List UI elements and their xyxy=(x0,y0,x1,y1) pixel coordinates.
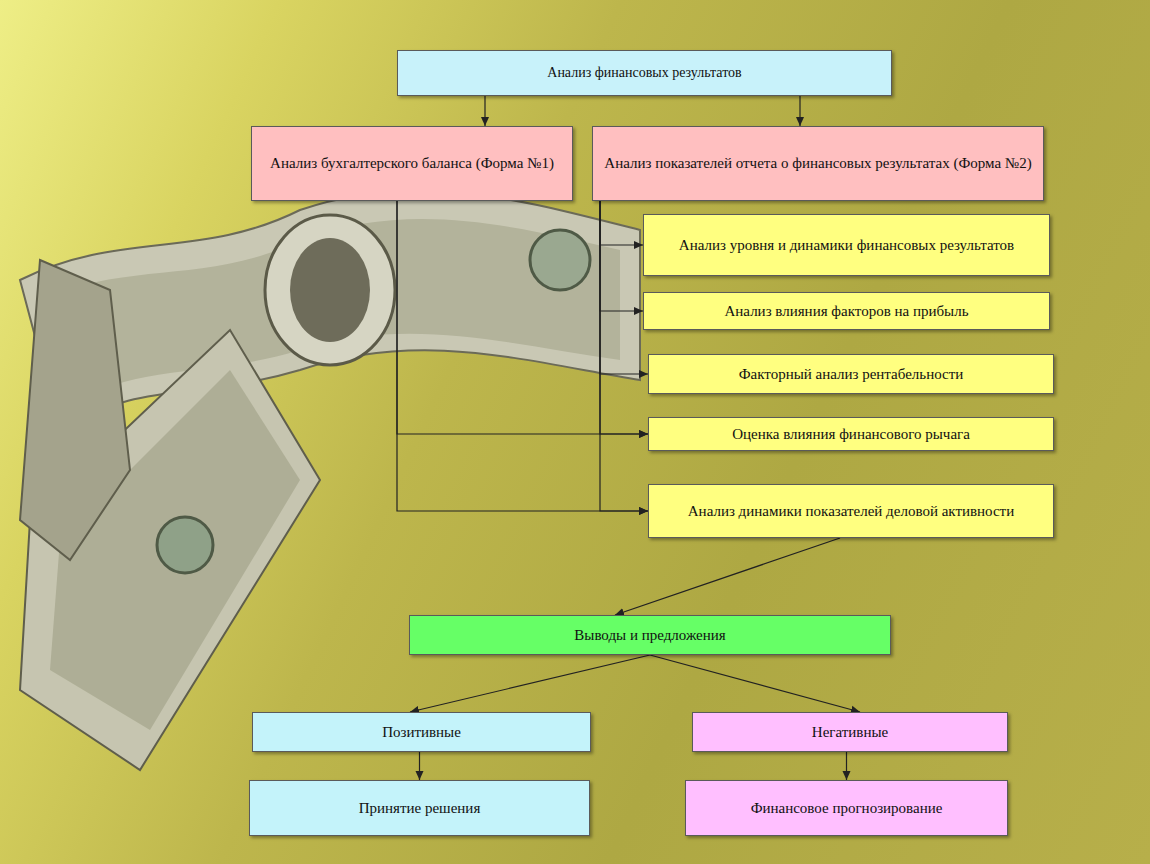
flow-arrow xyxy=(484,96,485,126)
outcome-box: Негативные xyxy=(692,712,1008,752)
box-label: Факторный анализ рентабельности xyxy=(649,361,1053,388)
box-label: Анализ влияния факторов на прибыль xyxy=(644,298,1049,325)
flow-arrow xyxy=(600,201,643,311)
box-label: Выводы и предложения xyxy=(410,622,890,649)
flow-arrow xyxy=(397,201,648,511)
flow-arrow xyxy=(600,201,643,245)
portrait xyxy=(290,238,370,342)
flow-arrow xyxy=(846,752,847,780)
box-label: Анализ показателей отчета о финансовых р… xyxy=(593,150,1043,177)
seal xyxy=(530,230,590,290)
box-label: Анализ бухгалтерского баланса (Форма №1) xyxy=(252,150,572,177)
box-label: Финансовое прогнозирование xyxy=(686,795,1007,822)
flow-arrow xyxy=(600,201,648,511)
analysis-box: Анализ влияния факторов на прибыль xyxy=(643,292,1050,330)
outcome-box: Позитивные xyxy=(252,712,591,752)
box-label: Анализ финансовых результатов xyxy=(398,60,891,86)
flow-arrow xyxy=(419,752,420,780)
box-label: Принятие решения xyxy=(250,795,589,822)
flow-arrow xyxy=(650,655,860,712)
flow-arrow xyxy=(600,201,648,434)
result-box: Принятие решения xyxy=(249,780,590,836)
flow-arrow xyxy=(615,538,840,615)
flow-arrow xyxy=(799,96,800,126)
source-box: Анализ бухгалтерского баланса (Форма №1) xyxy=(251,126,573,201)
box-label: Позитивные xyxy=(253,719,590,746)
source-box: Анализ показателей отчета о финансовых р… xyxy=(592,126,1044,201)
result-box: Финансовое прогнозирование xyxy=(685,780,1008,836)
seal xyxy=(157,517,213,573)
box-label: Оценка влияния финансового рычага xyxy=(649,421,1053,448)
flow-arrow xyxy=(600,201,648,374)
banknote xyxy=(20,260,130,560)
conclusion-box: Выводы и предложения xyxy=(409,615,891,655)
box-label: Негативные xyxy=(693,719,1007,746)
analysis-box: Анализ уровня и динамики финансовых резу… xyxy=(643,214,1050,276)
title-box: Анализ финансовых результатов xyxy=(397,50,892,96)
analysis-box: Анализ динамики показателей деловой акти… xyxy=(648,484,1054,538)
analysis-box: Оценка влияния финансового рычага xyxy=(648,417,1054,451)
portrait-frame xyxy=(265,215,395,365)
box-label: Анализ уровня и динамики финансовых резу… xyxy=(644,232,1049,259)
flow-arrow xyxy=(410,655,650,712)
banknote-print xyxy=(40,219,620,405)
analysis-box: Факторный анализ рентабельности xyxy=(648,354,1054,394)
box-label: Анализ динамики показателей деловой акти… xyxy=(649,498,1053,525)
flow-arrow xyxy=(397,201,648,434)
